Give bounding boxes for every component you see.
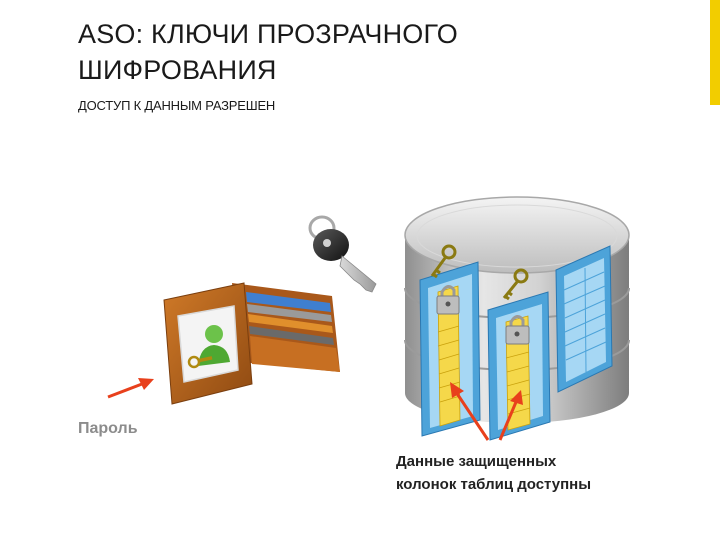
key-icon — [187, 355, 213, 369]
table-column-right — [555, 245, 613, 393]
page-subtitle: ДОСТУП К ДАННЫМ РАЗРЕШЕН — [78, 98, 276, 113]
title-line-1: ASO: КЛЮЧИ ПРОЗРАЧНОГО — [78, 19, 458, 49]
key-icon — [430, 244, 457, 279]
arrow-icon — [107, 378, 154, 399]
wallet-icon — [163, 282, 340, 405]
encrypted-column-middle — [487, 268, 551, 441]
accent-bar — [710, 0, 720, 105]
arrow-icon — [450, 382, 490, 441]
car-key-icon — [308, 215, 377, 293]
data-access-label: Данные защищенных колонок таблиц доступн… — [396, 450, 591, 496]
encrypted-column-left — [419, 244, 481, 437]
page-title: ASO: КЛЮЧИ ПРОЗРАЧНОГО ШИФРОВАНИЯ — [78, 16, 678, 88]
padlock-icon — [436, 285, 460, 315]
key-icon — [502, 268, 529, 301]
padlock-icon — [505, 315, 530, 345]
data-access-label-line-2: колонок таблиц доступны — [396, 476, 592, 493]
database-icon — [404, 196, 630, 441]
password-label: Пароль — [78, 420, 138, 437]
wallet-cards — [246, 292, 334, 345]
data-access-label-line-1: Данные защищенных — [396, 453, 557, 470]
arrow-icon — [498, 390, 523, 441]
title-line-2: ШИФРОВАНИЯ — [78, 55, 277, 85]
